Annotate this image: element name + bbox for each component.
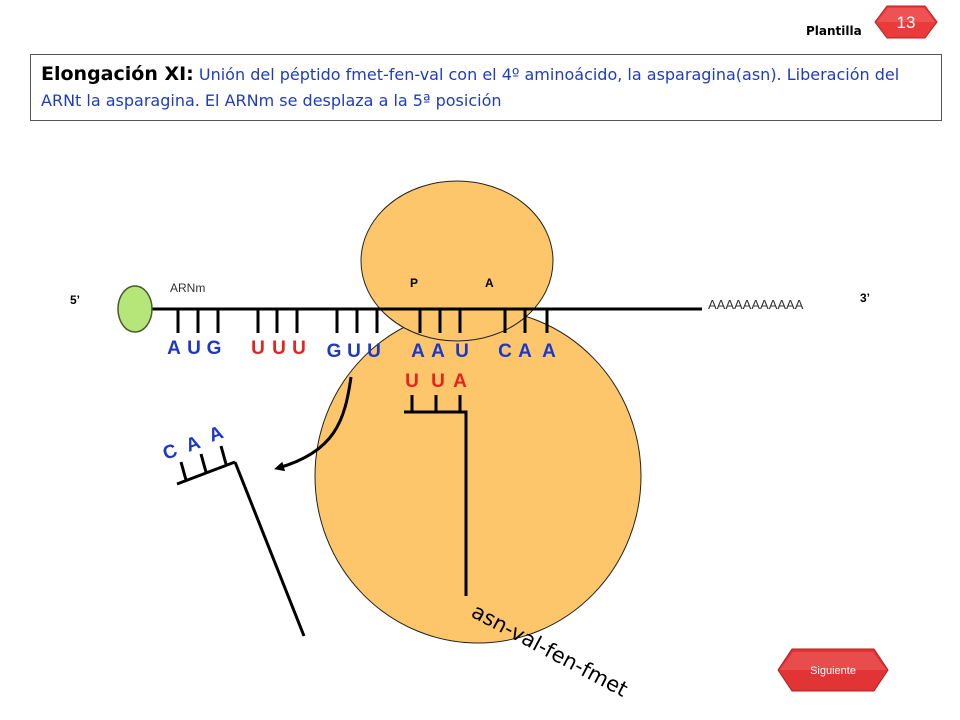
anticodon-released-base-3: A bbox=[206, 422, 226, 447]
codon-3-base-1: G bbox=[327, 341, 342, 362]
bound-trna bbox=[404, 395, 468, 596]
codon-4-base-1: A bbox=[411, 341, 425, 362]
codon-2-base-2: U bbox=[272, 338, 286, 359]
codon-3-base-3: U bbox=[367, 341, 381, 362]
slide-number-badge: 13 bbox=[874, 5, 938, 39]
three-prime-label: 3’ bbox=[860, 291, 870, 305]
codon-5-base-2: A bbox=[518, 341, 532, 362]
release-arrow bbox=[274, 376, 353, 472]
codon-1-base-1: A bbox=[167, 338, 181, 359]
codon-1-base-2: U bbox=[187, 338, 201, 359]
codon-4-base-2: A bbox=[431, 341, 445, 362]
codon-1-base-3: G bbox=[207, 338, 222, 359]
next-button[interactable]: Siguiente bbox=[774, 645, 892, 695]
small-ribosome-subunit bbox=[360, 180, 554, 342]
released-trna bbox=[176, 445, 306, 637]
plantilla-label: Plantilla bbox=[806, 24, 862, 38]
codon-5-base-1: C bbox=[498, 341, 512, 362]
codon-2-base-1: U bbox=[251, 338, 265, 359]
anticodon-bound-base-2: U bbox=[431, 371, 445, 392]
anticodon-bound-base-1: U bbox=[405, 371, 419, 392]
anticodon-released-base-1: C bbox=[160, 440, 180, 465]
mrna-cap bbox=[117, 285, 153, 333]
next-button-label: Siguiente bbox=[810, 665, 856, 677]
poly-a-tail: AAAAAAAAAAA bbox=[708, 297, 804, 312]
title-lead: Elongación XI: bbox=[41, 63, 194, 85]
a-site-label: A bbox=[485, 276, 494, 290]
p-site-label: P bbox=[410, 276, 418, 290]
codon-ticks bbox=[176, 309, 549, 333]
slide-number: 13 bbox=[897, 13, 916, 32]
large-ribosome-subunit bbox=[314, 308, 642, 644]
codon-4-base-3: U bbox=[455, 341, 469, 362]
codon-5-base-3: A bbox=[542, 341, 556, 362]
title-text: Unión del péptido fmet-fen-val con el 4º… bbox=[41, 65, 900, 110]
five-prime-label: 5’ bbox=[70, 293, 80, 307]
mrna-label: ARNm bbox=[170, 281, 205, 295]
codon-2-base-3: U bbox=[292, 338, 306, 359]
title-box: Elongación XI: Unión del péptido fmet-fe… bbox=[30, 54, 942, 121]
codon-3-base-2: U bbox=[347, 341, 361, 362]
anticodon-released-base-2: A bbox=[183, 432, 203, 457]
anticodon-bound-base-3: A bbox=[453, 371, 467, 392]
